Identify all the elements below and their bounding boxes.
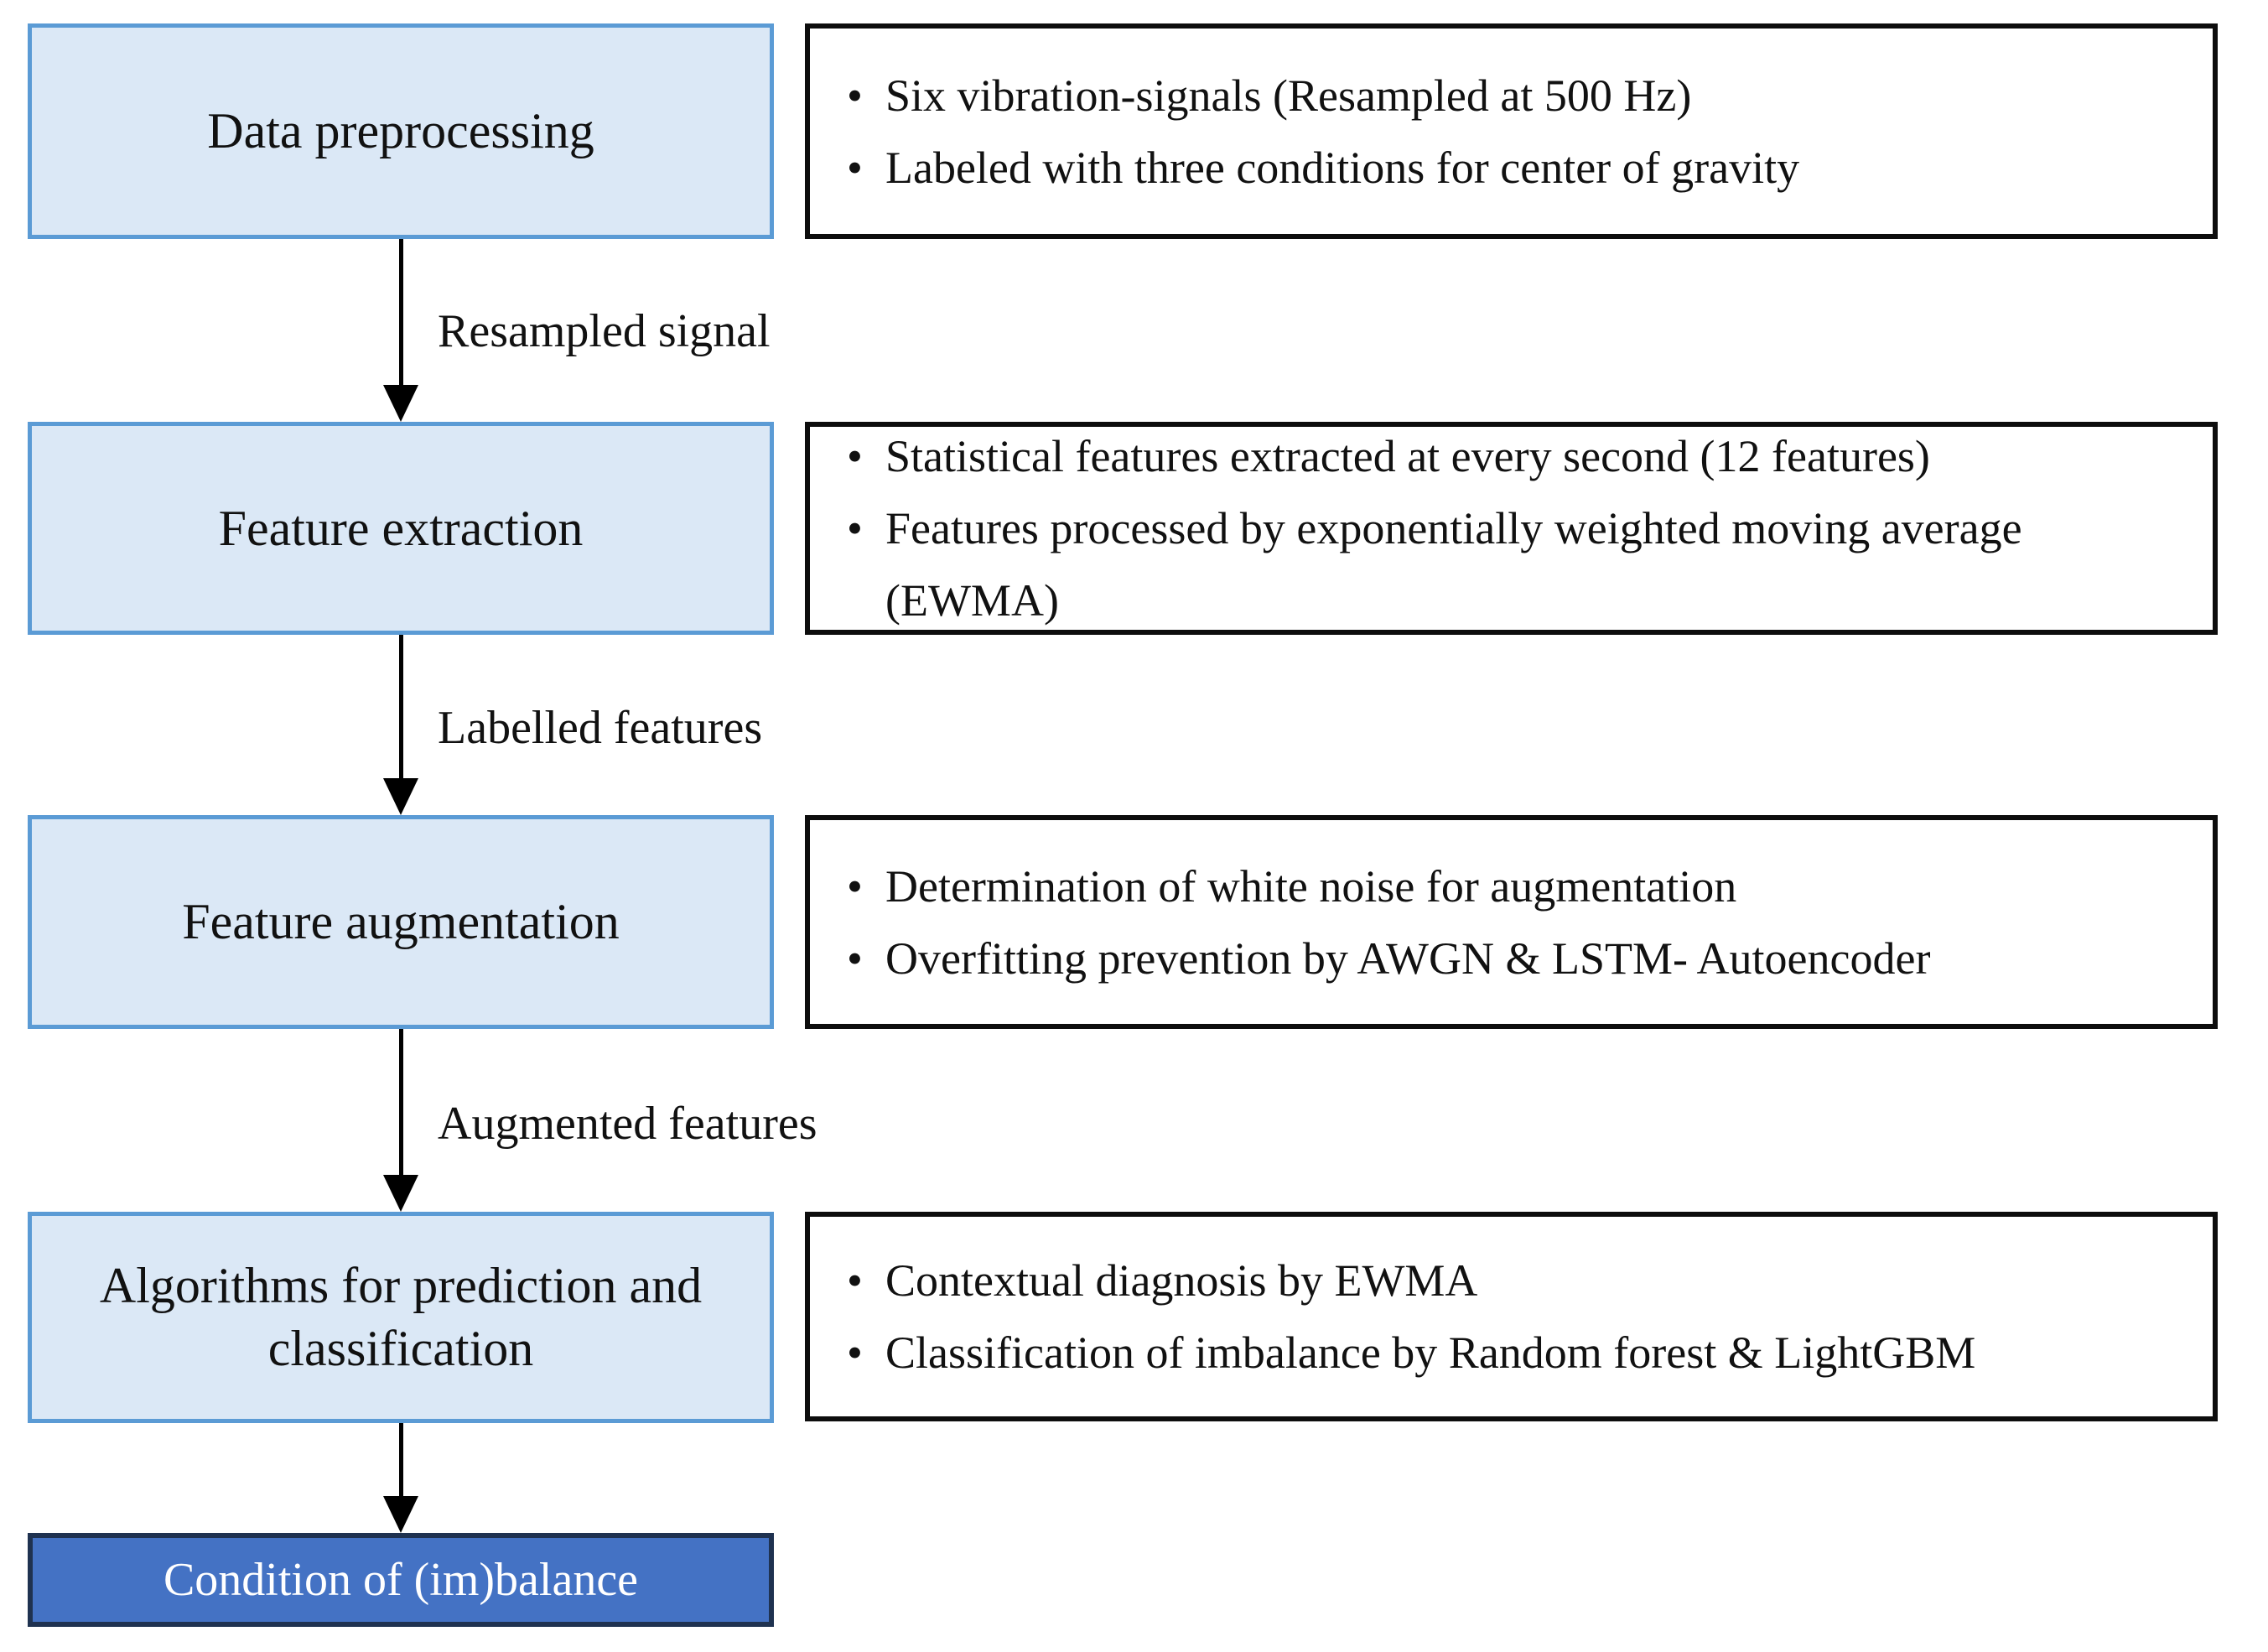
arrow-label: Labelled features	[438, 702, 763, 754]
bullet-item: • Statistical features extracted at ever…	[847, 420, 2188, 492]
detail-box-algorithms-prediction-classification: • Contextual diagnosis by EWMA • Classif…	[805, 1212, 2218, 1421]
bullet-item: • Contextual diagnosis by EWMA	[847, 1244, 2188, 1317]
bullet-item: • Features processed by exponentially we…	[847, 492, 2188, 636]
stage-box-feature-extraction: Feature extraction	[28, 422, 774, 635]
bullet-text: Statistical features extracted at every …	[885, 431, 1930, 481]
flow-arrow	[382, 635, 419, 815]
bullet-item: • Determination of white noise for augme…	[847, 850, 2188, 922]
flow-arrow	[382, 1423, 419, 1533]
bullet-item: • Six vibration-signals (Resampled at 50…	[847, 60, 2188, 132]
flow-arrow	[382, 1029, 419, 1212]
arrow-head-icon	[383, 385, 418, 422]
bullet-icon: •	[847, 70, 863, 121]
detail-box-feature-augmentation: • Determination of white noise for augme…	[805, 815, 2218, 1029]
bullet-icon: •	[847, 1327, 863, 1378]
arrow-head-icon	[383, 1496, 418, 1533]
arrow-shaft	[398, 1423, 403, 1497]
stage-title: Feature extraction	[218, 500, 584, 556]
detail-box-feature-extraction: • Statistical features extracted at ever…	[805, 422, 2218, 635]
stage-box-algorithms-prediction-classification: Algorithms for prediction and classifica…	[28, 1212, 774, 1423]
arrow-label: Augmented features	[438, 1098, 817, 1150]
final-label: Condition of (im)balance	[163, 1554, 639, 1606]
bullet-text: Features processed by exponentially weig…	[885, 503, 2022, 626]
bullet-text: Labeled with three conditions for center…	[885, 142, 1800, 193]
bullet-item: • Classification of imbalance by Random …	[847, 1317, 2188, 1389]
stage-title: Feature augmentation	[182, 894, 620, 949]
flow-arrow	[382, 239, 419, 422]
bullet-item: • Overfitting prevention by AWGN & LSTM-…	[847, 922, 2188, 995]
arrow-head-icon	[383, 778, 418, 815]
bullet-icon: •	[847, 932, 863, 984]
bullet-text: Overfitting prevention by AWGN & LSTM- A…	[885, 932, 1931, 984]
arrow-label: Resampled signal	[438, 305, 771, 357]
arrow-head-icon	[383, 1175, 418, 1212]
bullet-icon: •	[847, 142, 863, 193]
arrow-shaft	[398, 239, 403, 386]
final-box-condition-of-imbalance: Condition of (im)balance	[28, 1533, 774, 1627]
bullet-icon: •	[847, 431, 863, 481]
stage-title: Algorithms for prediction and classifica…	[99, 1258, 703, 1376]
bullet-text: Determination of white noise for augment…	[885, 860, 1737, 912]
bullet-icon: •	[847, 503, 863, 553]
arrow-shaft	[398, 1029, 403, 1176]
bullet-item: • Labeled with three conditions for cent…	[847, 132, 2188, 204]
arrow-shaft	[398, 635, 403, 779]
stage-box-data-preprocessing: Data preprocessing	[28, 23, 774, 239]
bullet-icon: •	[847, 1255, 863, 1306]
stage-title: Data preprocessing	[207, 103, 594, 158]
bullet-text: Contextual diagnosis by EWMA	[885, 1255, 1478, 1306]
bullet-text: Classification of imbalance by Random fo…	[885, 1327, 1976, 1378]
bullet-icon: •	[847, 860, 863, 912]
bullet-text: Six vibration-signals (Resampled at 500 …	[885, 70, 1692, 121]
stage-box-feature-augmentation: Feature augmentation	[28, 815, 774, 1029]
detail-box-data-preprocessing: • Six vibration-signals (Resampled at 50…	[805, 23, 2218, 239]
